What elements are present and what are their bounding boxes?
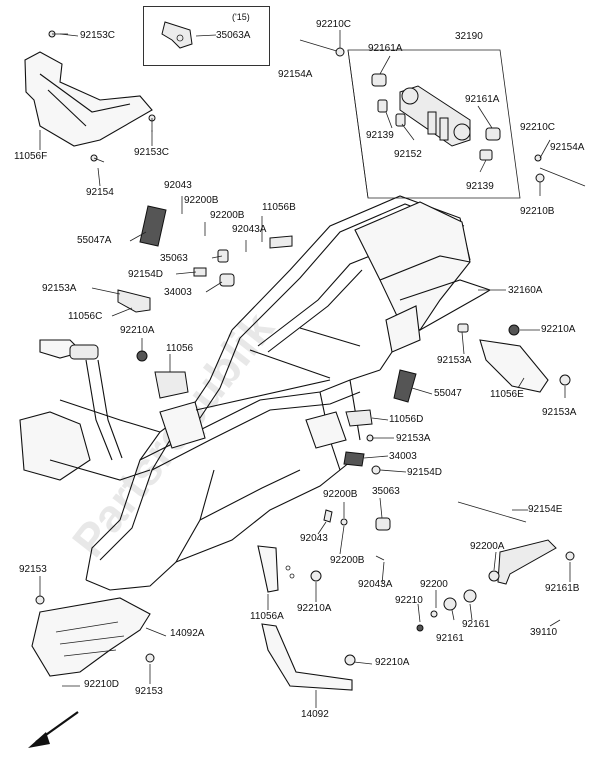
label-92153C: 92153C: [134, 147, 170, 158]
label-92139: 92139: [366, 130, 394, 141]
label-92043A: 92043A: [358, 579, 393, 590]
label-92200B: 92200B: [323, 489, 358, 500]
label-35063: 35063: [372, 486, 400, 497]
label-92161: 92161: [436, 633, 464, 644]
label-92154D: 92154D: [407, 467, 443, 478]
label-34003: 34003: [164, 287, 192, 298]
label-14092: 14092: [301, 709, 329, 720]
label-55047A: 55047A: [77, 235, 112, 246]
label-32160A: 32160A: [508, 285, 543, 296]
label-92043A: 92043A: [232, 224, 267, 235]
label-92154: 92154: [86, 187, 114, 198]
label-35063: 35063: [160, 253, 188, 264]
label-92210D: 92210D: [84, 679, 120, 690]
label-92200B: 92200B: [184, 195, 219, 206]
label-92043: 92043: [164, 180, 192, 191]
label-11056: 11056: [166, 343, 194, 354]
label-32190: 32190: [455, 31, 483, 42]
label-92153A: 92153A: [542, 407, 577, 418]
label-92153: 92153: [135, 686, 163, 697]
right-side-parts: [343, 323, 571, 475]
bracket-11056F: [24, 51, 153, 147]
label-92153C: 92153C: [80, 30, 116, 41]
label-92161: 92161: [462, 619, 490, 630]
label-92154A: 92154A: [550, 142, 585, 153]
label-92153: 92153: [19, 564, 47, 575]
label-92210A: 92210A: [541, 324, 576, 335]
label-14092A: 14092A: [170, 628, 205, 639]
label-92210C: 92210C: [316, 19, 352, 30]
label-92200B: 92200B: [330, 555, 365, 566]
direction-arrow-icon: [28, 711, 79, 748]
label-11056A: 11056A: [250, 611, 284, 622]
main-frame: [85, 195, 491, 591]
label-92153A: 92153A: [42, 283, 77, 294]
label-11056B: 11056B: [262, 202, 296, 213]
label-92154A: 92154A: [278, 69, 313, 80]
label-92043: 92043: [300, 533, 328, 544]
bolts-top: [48, 30, 586, 187]
year-variant-box: [143, 6, 270, 66]
label-92210A: 92210A: [375, 657, 410, 668]
label-39110: 39110: [530, 627, 558, 638]
label-11056E: 11056E: [490, 389, 524, 400]
label-55047: 55047: [434, 388, 462, 399]
label-92200B: 92200B: [210, 210, 245, 221]
label-34003: 34003: [389, 451, 417, 462]
small-parts-left: [117, 235, 293, 399]
label-92161A: 92161A: [465, 94, 500, 105]
label-92210A: 92210A: [297, 603, 332, 614]
leader-lines: [39, 30, 571, 708]
head-pipe: [19, 339, 161, 481]
label-92200A: 92200A: [470, 541, 505, 552]
bracket-35063A-inset: [161, 21, 193, 49]
bracket-32190-box: [347, 49, 521, 199]
lower-right-parts: [310, 501, 575, 666]
label-35063A: 35063A: [216, 30, 251, 41]
label-11056D: 11056D: [389, 414, 424, 425]
cover-14092A: [31, 595, 155, 677]
label-92139: 92139: [466, 181, 494, 192]
stay-14092: [261, 623, 353, 691]
pad-55047A: [139, 205, 167, 247]
bracket-11056A: [257, 545, 295, 593]
label-92161A: 92161A: [368, 43, 403, 54]
label-92210A: 92210A: [120, 325, 155, 336]
bushings-group: [371, 73, 501, 161]
label-92154D: 92154D: [128, 269, 164, 280]
label-92161B: 92161B: [545, 583, 580, 594]
label-92210: 92210: [395, 595, 423, 606]
label-92200: 92200: [420, 579, 448, 590]
label-92210C: 92210C: [520, 122, 556, 133]
label-92154E: 92154E: [528, 504, 563, 515]
label-92153A: 92153A: [396, 433, 431, 444]
label-92210B: 92210B: [520, 206, 555, 217]
bracket-32190: [399, 85, 471, 147]
label-11056C: 11056C: [68, 311, 103, 322]
label-92152: 92152: [394, 149, 422, 160]
label-11056F: 11056F: [14, 151, 48, 162]
label-92153A: 92153A: [437, 355, 472, 366]
year-note: ('15): [232, 12, 250, 22]
